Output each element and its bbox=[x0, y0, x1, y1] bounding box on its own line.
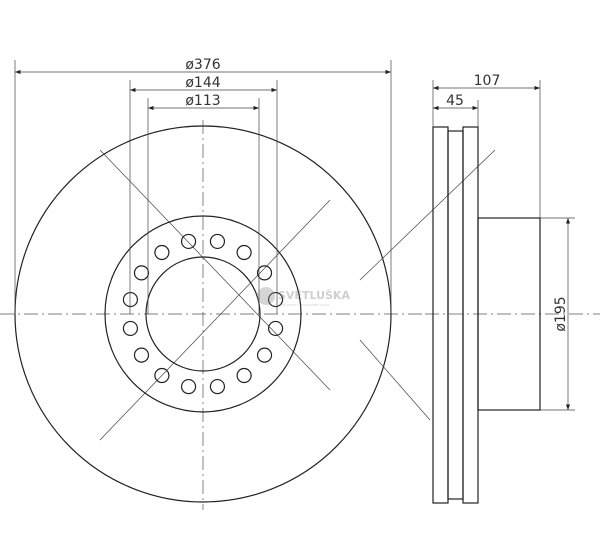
vent-ring bbox=[447, 130, 464, 500]
bolt-hole bbox=[122, 291, 139, 308]
bolt-hole bbox=[236, 244, 252, 261]
dim-bore: ø113 bbox=[185, 93, 220, 109]
diagonal-line bbox=[359, 339, 431, 421]
bolt-holes bbox=[122, 233, 284, 395]
center-bore bbox=[145, 256, 261, 372]
bolt-hole bbox=[256, 347, 273, 363]
watermark-text: SVĚTLUŠKA bbox=[278, 289, 350, 302]
dim-outer-diameter: ø376 bbox=[185, 57, 220, 73]
friction-ring-left bbox=[432, 126, 449, 504]
dim-hub-diameter: ø195 bbox=[553, 296, 569, 331]
bolt-hole bbox=[180, 233, 197, 250]
bolt-hole bbox=[267, 320, 284, 337]
watermark-subtitle: VAŠE CESTA K NÁHRADNÍM DÍLŮM bbox=[278, 302, 330, 307]
watermark-logo: SVĚTLUŠKA VAŠE CESTA K NÁHRADNÍM DÍLŮM bbox=[257, 287, 350, 307]
bolt-hole bbox=[209, 233, 226, 250]
bolt-hole bbox=[154, 367, 170, 384]
bolt-hole bbox=[122, 320, 139, 337]
hub-circle bbox=[104, 215, 302, 413]
diagonal-line bbox=[359, 149, 496, 281]
side-view: 107 45 ø195 bbox=[359, 73, 600, 504]
bolt-hole bbox=[256, 265, 273, 281]
dim-bolt-circle: ø144 bbox=[185, 75, 220, 91]
bolt-hole bbox=[180, 378, 197, 395]
front-view: ø376 ø144 ø113 bbox=[0, 57, 425, 510]
bolt-hole bbox=[154, 244, 170, 261]
friction-ring-right bbox=[462, 126, 479, 504]
diagonal-line bbox=[99, 149, 331, 391]
diagonal-line bbox=[99, 199, 331, 441]
bolt-hole bbox=[236, 367, 252, 384]
bolt-hole bbox=[133, 347, 150, 363]
dim-total-height: 107 bbox=[474, 73, 501, 89]
bolt-hole bbox=[267, 291, 284, 308]
bolt-hole bbox=[133, 265, 150, 281]
bolt-hole bbox=[209, 378, 226, 395]
hub bbox=[477, 217, 541, 411]
dim-thickness: 45 bbox=[446, 93, 464, 109]
